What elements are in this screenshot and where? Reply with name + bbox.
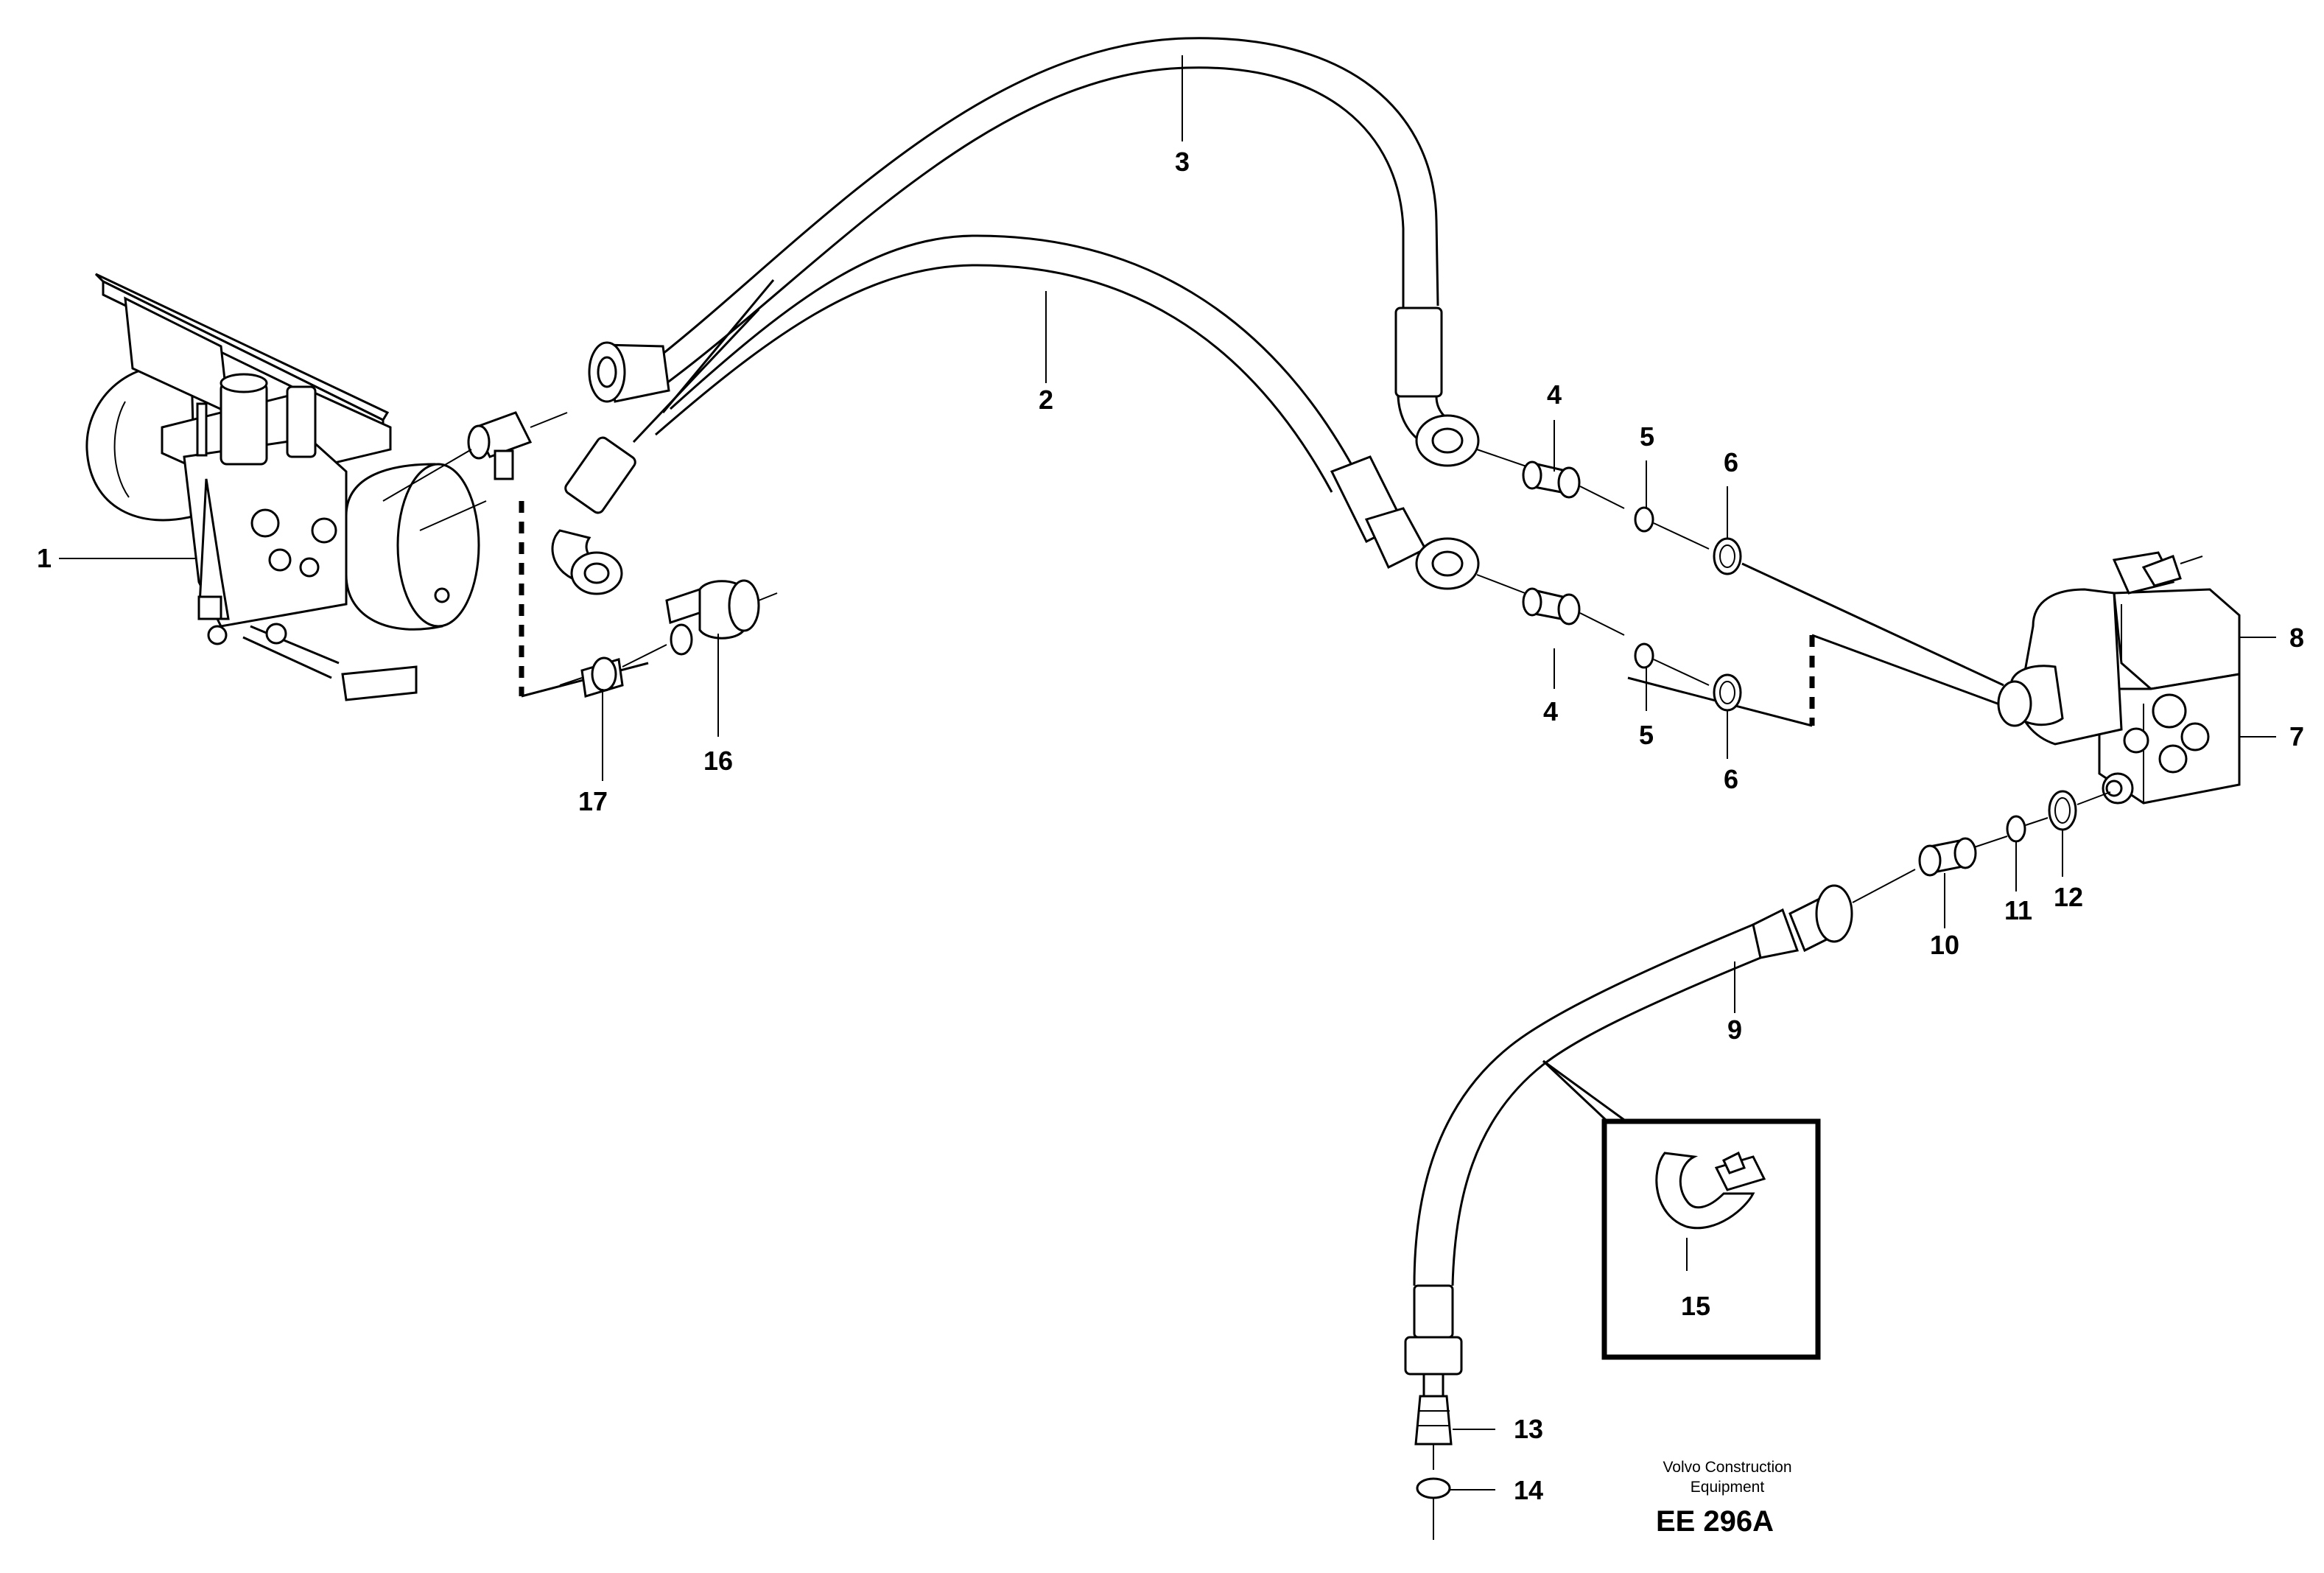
part-label-10: 10 bbox=[1930, 930, 1959, 960]
brake-valve-assembly bbox=[85, 273, 480, 701]
caption-line-2: Equipment bbox=[1691, 1479, 1765, 1496]
part-label-7: 7 bbox=[2289, 721, 2304, 752]
part-label-13: 13 bbox=[1514, 1414, 1543, 1444]
part-label-9: 9 bbox=[1727, 1015, 1742, 1045]
part-label-8: 8 bbox=[2289, 623, 2304, 653]
part-label-1: 1 bbox=[37, 543, 52, 573]
part-label-14: 14 bbox=[1514, 1475, 1543, 1505]
hose-3 bbox=[551, 37, 1464, 595]
drawing-code: EE 296A bbox=[1656, 1505, 1774, 1538]
callout-labels: 1 2 3 4 4 5 5 6 6 7 8 9 10 11 12 13 14 1… bbox=[37, 147, 2304, 1505]
tee-fitting bbox=[382, 411, 568, 531]
part-label-5-lower: 5 bbox=[1639, 720, 1654, 750]
part-label-6-lower: 6 bbox=[1724, 764, 1738, 794]
hose-2 bbox=[655, 234, 1480, 590]
part-label-16: 16 bbox=[703, 746, 733, 776]
hose-9 bbox=[1404, 869, 1916, 1540]
caption-line-1: Volvo Construction bbox=[1663, 1459, 1791, 1476]
part-label-15: 15 bbox=[1681, 1291, 1710, 1321]
valve-block bbox=[1997, 551, 2241, 805]
pressure-switch-16 bbox=[665, 579, 778, 656]
part-label-4-lower: 4 bbox=[1543, 696, 1558, 726]
drawing-caption: Volvo Construction Equipment EE 296A bbox=[1656, 1459, 1792, 1538]
part-label-2: 2 bbox=[1039, 385, 1053, 415]
hose-3-nut bbox=[1415, 414, 1480, 467]
part-label-4-upper: 4 bbox=[1547, 379, 1562, 410]
fittings-10-11-12 bbox=[1918, 790, 2111, 877]
lower-fitting-row bbox=[1476, 574, 1742, 712]
nipple-17 bbox=[559, 644, 667, 698]
part-label-3: 3 bbox=[1175, 147, 1190, 177]
clamp-detail-box bbox=[1542, 1059, 1821, 1360]
part-label-6-upper: 6 bbox=[1724, 447, 1738, 477]
part-label-11: 11 bbox=[2004, 895, 2032, 925]
part-label-5-upper: 5 bbox=[1640, 421, 1654, 452]
part-label-17: 17 bbox=[578, 786, 608, 816]
upper-fitting-row bbox=[1476, 449, 2004, 687]
leader-lines bbox=[59, 55, 2276, 1490]
part-label-12: 12 bbox=[2054, 882, 2083, 912]
